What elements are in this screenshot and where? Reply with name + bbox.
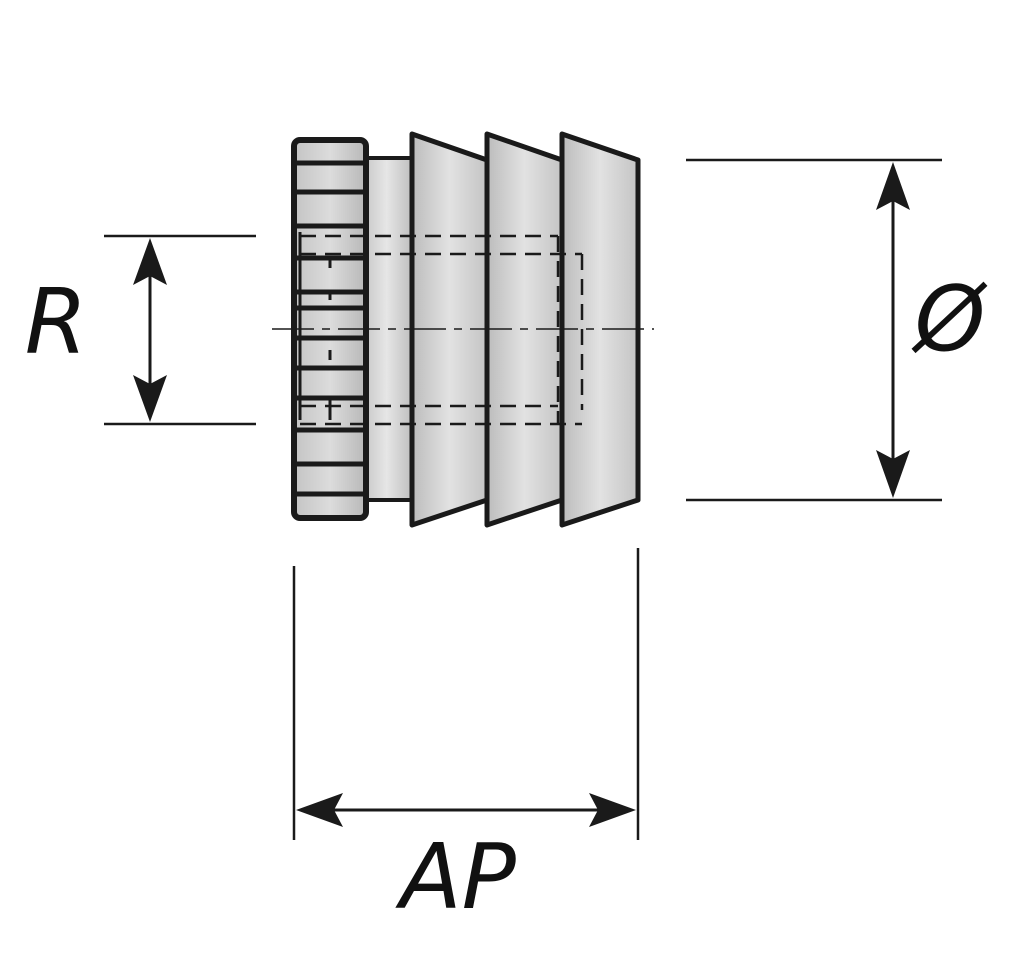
arrowhead-right bbox=[589, 793, 636, 827]
label-ap: AP bbox=[395, 825, 517, 930]
label-diameter: Ø bbox=[911, 267, 988, 372]
arrowhead-left bbox=[296, 793, 343, 827]
arrowhead-up bbox=[876, 162, 910, 210]
hidden-bore-lines bbox=[300, 234, 584, 426]
dimension-diameter bbox=[686, 158, 942, 502]
insert-part bbox=[272, 131, 654, 528]
arrowhead-down bbox=[133, 375, 167, 422]
arrowhead-up bbox=[133, 238, 167, 285]
fin-3 bbox=[559, 131, 641, 528]
label-r: R bbox=[25, 270, 88, 375]
arrowhead-down bbox=[876, 450, 910, 498]
dimension-ap bbox=[292, 548, 640, 840]
dimension-r bbox=[104, 234, 256, 426]
